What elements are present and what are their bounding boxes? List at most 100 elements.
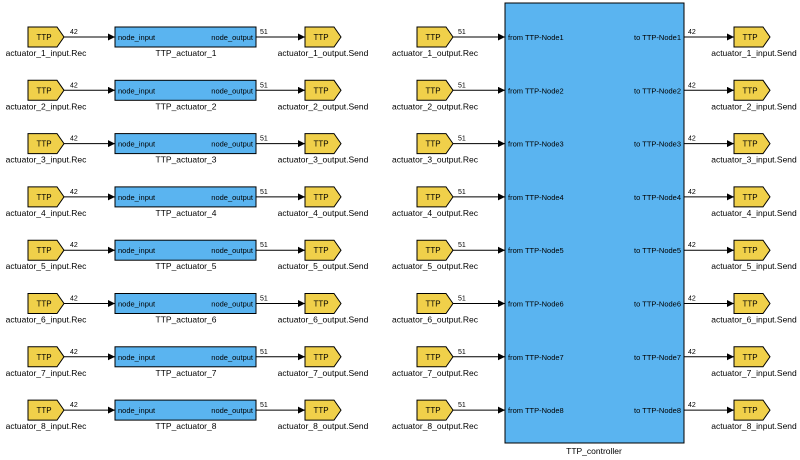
controller-input-tag-caption: actuator_4_output.Rec [392,208,479,218]
controller-input-port-label: from TTP-Node2 [508,86,564,95]
tag-label: TTP [742,193,757,202]
controller-input-from-tag[interactable]: TTP [416,293,454,314]
output-goto-tag[interactable]: TTP [304,346,342,368]
controller-input-from-tag[interactable]: TTP [416,239,454,261]
input-tag-caption: actuator_5_input.Rec [6,261,88,271]
controller-input-from-tag[interactable]: TTP [416,186,454,208]
subsystem-input-port-label: node_input [118,300,156,309]
goto-tag-shape [733,26,771,48]
input-from-tag[interactable]: TTP [27,133,65,155]
output-goto-tag[interactable]: TTP [304,239,342,261]
controller-output-goto-tag[interactable]: TTP [733,399,771,421]
output-signal-width: 51 [260,136,268,143]
controller-output-goto-tag[interactable]: TTP [733,186,771,208]
controller-output-goto-tag[interactable]: TTP [733,239,771,261]
subsystem-input-port-label: node_input [118,406,156,415]
output-goto-tag[interactable]: TTP [304,186,342,208]
subsystem-output-port-label: node_output [211,140,254,149]
controller-output-signal-width: 42 [688,242,696,249]
controller-input-port-label: from TTP-Node8 [508,406,564,415]
controller-input-from-tag[interactable]: TTP [416,399,454,421]
output-tag-caption: actuator_7_output.Send [278,368,369,378]
tag-label: TTP [313,193,328,202]
output-signal-width: 51 [260,242,268,249]
controller-output-port-label: to TTP-Node4 [634,193,681,202]
controller-input-from-tag[interactable]: TTP [416,346,454,368]
input-from-tag[interactable]: TTP [27,26,65,48]
tag-label: TTP [742,140,757,149]
input-from-tag[interactable]: TTP [27,346,65,368]
subsystem-output-port-label: node_output [211,193,254,202]
input-signal-width: 42 [70,296,78,303]
goto-tag-shape [27,399,65,421]
subsystem-output-port-label: node_output [211,246,254,255]
goto-tag-shape [416,79,454,101]
controller-output-signal-width: 42 [688,296,696,303]
subsystem-input-port-label: node_input [118,246,156,255]
subsystem-block-name: TTP_actuator_2 [156,101,217,111]
input-from-tag[interactable]: TTP [27,293,65,314]
input-tag-caption: actuator_2_input.Rec [6,101,88,111]
output-goto-tag[interactable]: TTP [304,133,342,155]
tag-label: TTP [742,246,757,255]
output-goto-tag[interactable]: TTP [304,26,342,48]
controller-output-port-label: to TTP-Node8 [634,406,681,415]
output-tag-caption: actuator_5_output.Send [278,261,369,271]
output-signal-width: 51 [260,189,268,196]
controller-output-goto-tag[interactable]: TTP [733,26,771,48]
controller-input-from-tag[interactable]: TTP [416,133,454,155]
controller-output-port-label: to TTP-Node3 [634,140,681,149]
tag-label: TTP [313,353,328,362]
controller-output-goto-tag[interactable]: TTP [733,79,771,101]
input-signal-width: 42 [70,136,78,143]
controller-input-port-label: from TTP-Node5 [508,246,564,255]
subsystem-block-name: TTP_actuator_5 [156,261,217,271]
output-tag-caption: actuator_1_output.Send [278,48,369,58]
output-goto-tag[interactable]: TTP [304,79,342,101]
tag-label: TTP [313,86,328,95]
controller-input-tag-caption: actuator_2_output.Rec [392,101,479,111]
input-from-tag[interactable]: TTP [27,79,65,101]
subsystem-block[interactable]: node_input node_output [114,293,257,314]
input-from-tag[interactable]: TTP [27,399,65,421]
controller-input-from-tag[interactable]: TTP [416,79,454,101]
output-goto-tag[interactable]: TTP [304,293,342,314]
tag-label: TTP [425,33,440,42]
controller-input-signal-width: 51 [458,189,466,196]
output-goto-tag[interactable]: TTP [304,399,342,421]
controller-input-from-tag[interactable]: TTP [416,26,454,48]
tag-label: TTP [36,86,51,95]
subsystem-output-port-label: node_output [211,300,254,309]
controller-output-signal-width: 42 [688,189,696,196]
controller-output-goto-tag[interactable]: TTP [733,293,771,314]
controller-output-signal-width: 42 [688,29,696,36]
controller-input-tag-caption: actuator_7_output.Rec [392,368,479,378]
controller-input-port-label: from TTP-Node1 [508,33,564,42]
controller-output-signal-width: 42 [688,136,696,143]
input-from-tag[interactable]: TTP [27,186,65,208]
controller-output-goto-tag[interactable]: TTP [733,133,771,155]
subsystem-block[interactable]: node_input node_output [114,186,257,208]
controller-output-port-label: to TTP-Node6 [634,300,681,309]
subsystem-input-port-label: node_input [118,193,156,202]
input-from-tag[interactable]: TTP [27,239,65,261]
tag-label: TTP [313,140,328,149]
subsystem-block[interactable]: node_input node_output [114,239,257,261]
goto-tag-shape [416,293,454,314]
input-signal-width: 42 [70,82,78,89]
controller-output-goto-tag[interactable]: TTP [733,346,771,368]
tag-label: TTP [425,140,440,149]
tag-label: TTP [36,300,51,309]
